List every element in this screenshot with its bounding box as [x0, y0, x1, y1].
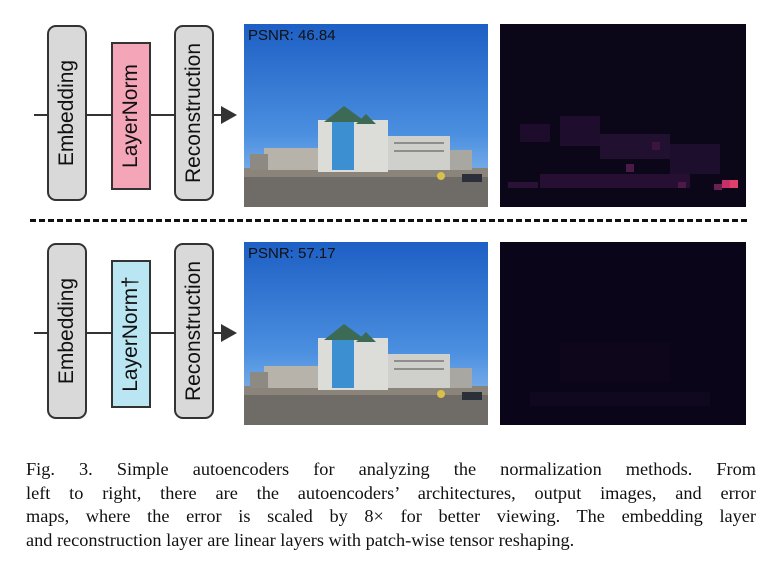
- embedding-block: Embedding: [47, 243, 87, 419]
- row-divider: [30, 219, 747, 222]
- error-map-heatmap: [500, 242, 746, 425]
- arrow-icon: [221, 106, 237, 124]
- caption-line: and reconstruction layer are linear laye…: [26, 529, 575, 550]
- psnr-label: PSNR: 46.84: [248, 27, 336, 44]
- error-map-heatmap: [500, 24, 746, 207]
- city-photo: [244, 242, 488, 425]
- embedding-label: Embedding: [55, 59, 78, 167]
- embedding-block: Embedding: [47, 25, 87, 201]
- architecture-row-layernorm: Embedding LayerNorm Reconstruction: [0, 22, 773, 212]
- layernorm-dagger-label: LayerNorm†: [119, 276, 143, 392]
- error-map: [500, 242, 746, 425]
- output-image: PSNR: 57.17: [244, 242, 488, 425]
- psnr-label: PSNR: 57.17: [248, 245, 336, 262]
- city-photo: [244, 24, 488, 207]
- reconstruction-block: Reconstruction: [174, 243, 214, 419]
- layernorm-block: LayerNorm: [111, 42, 151, 190]
- architecture-row-layernorm-dagger: Embedding LayerNorm† Reconstruction: [0, 240, 773, 430]
- error-map: [500, 24, 746, 207]
- output-image: PSNR: 46.84: [244, 24, 488, 207]
- figure-caption: Fig. 3. Simple autoencoders for analyzin…: [26, 458, 756, 552]
- reconstruction-label: Reconstruction: [182, 42, 206, 184]
- arrow-icon: [221, 324, 237, 342]
- reconstruction-label: Reconstruction: [182, 260, 206, 402]
- layernorm-label: LayerNorm: [119, 64, 142, 168]
- caption-line: left to right, there are the autoencoder…: [26, 482, 756, 503]
- caption-line: Fig. 3. Simple autoencoders for analyzin…: [26, 459, 756, 479]
- caption-line: maps, where the error is scaled by 8× fo…: [26, 506, 756, 526]
- layernorm-dagger-block: LayerNorm†: [111, 260, 151, 408]
- embedding-label: Embedding: [55, 277, 78, 385]
- reconstruction-block: Reconstruction: [174, 25, 214, 201]
